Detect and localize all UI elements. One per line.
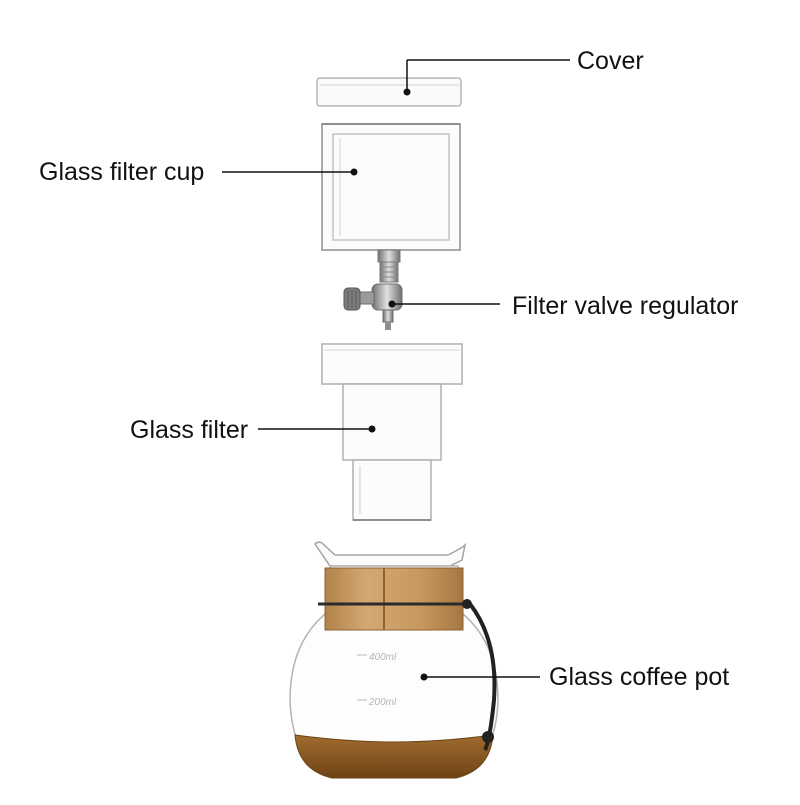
label-filter: Glass filter (130, 416, 249, 444)
leader-valve (388, 300, 500, 308)
label-pot: Glass coffee pot (549, 663, 730, 691)
glass-filter-part (321, 343, 463, 521)
label-cover: Cover (577, 47, 644, 75)
pot-mark-upper: 400ml (369, 652, 397, 663)
leader-filter-cup (222, 168, 358, 176)
filter-cup-part (321, 123, 461, 251)
coffee-pot-part: 400ml 200ml (289, 541, 499, 779)
label-valve: Filter valve regulator (512, 292, 739, 320)
label-filter-cup: Glass filter cup (39, 158, 205, 186)
leader-filter (258, 425, 376, 433)
leader-pot (420, 673, 540, 681)
cover-part (316, 77, 462, 107)
pot-mark-lower: 200ml (368, 697, 397, 708)
leader-cover (403, 59, 570, 96)
valve-part (343, 249, 403, 330)
